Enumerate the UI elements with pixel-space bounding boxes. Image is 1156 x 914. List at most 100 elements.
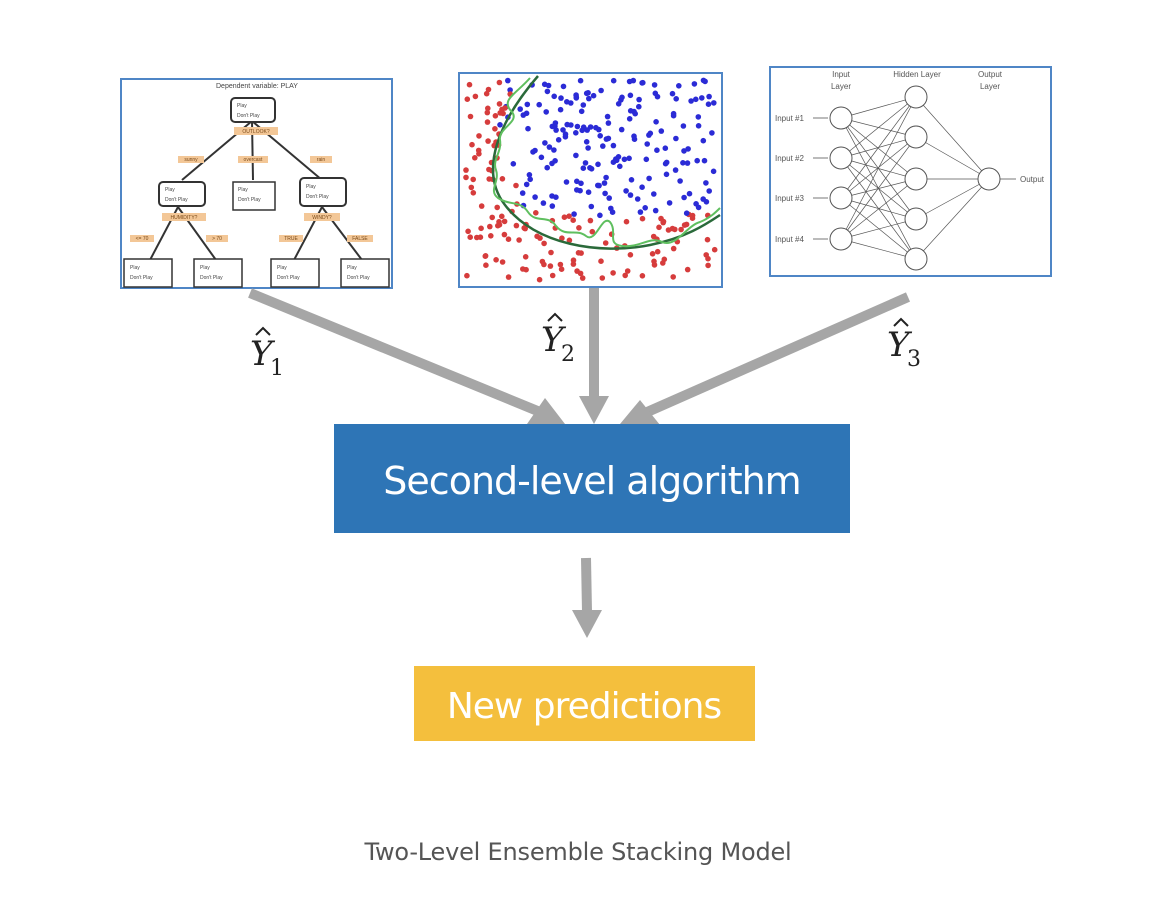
blue-dot [573, 94, 580, 100]
input-neuron [829, 186, 853, 210]
blue-dot [519, 190, 526, 196]
input-3-label: Input #3 [775, 194, 804, 203]
blue-dot [711, 100, 717, 106]
blue-dot [651, 82, 658, 88]
red-dot [499, 259, 506, 265]
arrows [248, 288, 911, 638]
blue-dot [553, 127, 559, 133]
red-dot [639, 215, 646, 222]
red-dot [711, 246, 718, 253]
red-dot [649, 251, 656, 257]
red-dot [516, 237, 522, 243]
red-dot [478, 203, 485, 209]
input-2-label: Input #2 [775, 154, 804, 163]
blue-dot [497, 122, 503, 128]
blue-dot [694, 157, 700, 164]
blue-dot [684, 160, 691, 166]
blue-dot [626, 116, 633, 122]
blue-dot [523, 110, 530, 117]
blue-dot [605, 120, 612, 126]
red-dot [566, 213, 572, 219]
blue-dot [584, 127, 590, 133]
y-subscript: 2 [561, 342, 575, 367]
red-dot [469, 141, 475, 148]
red-dot [541, 240, 547, 247]
blue-dot [627, 192, 634, 198]
blue-dot [532, 147, 538, 154]
red-dot [541, 261, 547, 268]
arrow-3-shaft [642, 292, 911, 418]
red-dot [496, 101, 503, 107]
red-dot [610, 270, 616, 276]
blue-dot [686, 190, 693, 197]
blue-dot [699, 95, 705, 101]
red-dot [547, 263, 554, 269]
red-dot [483, 90, 490, 97]
arrow-3-head [620, 400, 660, 425]
blue-dot [608, 205, 614, 212]
red-dot [505, 274, 512, 280]
scatter-boundary-panel [458, 72, 723, 288]
node-dont-play-label: Don't Play [237, 113, 260, 119]
blue-dot [703, 180, 709, 186]
tree-edge-labels: OUTLOOK? sunny overcast rain HUMIDITY? W… [130, 127, 373, 242]
red-dot [602, 240, 609, 246]
hidden-neuron [904, 207, 928, 231]
red-dot [570, 261, 577, 267]
blue-dot [695, 123, 702, 129]
blue-dot [552, 158, 558, 164]
blue-dot [630, 77, 637, 84]
red-dot [548, 249, 554, 256]
blue-dot [560, 83, 567, 90]
blue-dot [662, 145, 669, 151]
blue-dot [627, 92, 634, 99]
red-dot [579, 275, 586, 281]
red-dot [536, 276, 543, 283]
red-dot [656, 224, 662, 231]
red-dot [678, 226, 684, 233]
blue-dot [549, 193, 555, 199]
blue-dot [538, 154, 545, 161]
input-1-label: Input #1 [775, 114, 804, 123]
blue-dot [680, 123, 687, 129]
nn-connection [915, 136, 990, 180]
edge-label: <= 70 [136, 236, 149, 242]
nn-connection [840, 96, 917, 240]
blue-dot [666, 200, 673, 206]
red-dot [501, 218, 508, 225]
blue-dot [646, 175, 652, 182]
blue-dot [583, 139, 590, 145]
blue-dot [562, 131, 569, 137]
red-dot [502, 105, 508, 111]
blue-dot [617, 163, 623, 170]
red-dot [470, 190, 477, 196]
blue-dot [632, 110, 638, 117]
blue-dot [691, 81, 698, 87]
blue-dot [544, 164, 550, 171]
blue-dot [573, 152, 579, 159]
blue-dot [598, 87, 604, 94]
nn-connection [915, 178, 990, 260]
blue-dot [595, 161, 601, 168]
red-dot [684, 266, 691, 273]
output-layer-label: Output [978, 70, 1003, 79]
node-play-label: Play [238, 187, 248, 193]
red-dot [576, 225, 582, 231]
neural-network-panel: Input Layer Hidden Layer Output Layer In… [769, 66, 1052, 277]
edge-label: TRUE [284, 236, 298, 242]
blue-dot [596, 182, 602, 189]
red-dot [623, 218, 630, 225]
node-dont-play-label: Don't Play [238, 197, 261, 203]
red-dot [670, 274, 676, 280]
red-dot [557, 261, 564, 268]
prediction-labels: Y 1 Y 2 Y 3 [250, 312, 921, 381]
blue-dot [695, 114, 702, 120]
second-level-label: Second-level algorithm [383, 459, 800, 503]
red-dot [482, 253, 489, 259]
node-dont-play-label: Don't Play [130, 275, 153, 281]
red-dot [598, 258, 604, 265]
red-dot [485, 86, 492, 93]
blue-dot [643, 156, 650, 163]
edge-label: rain [317, 157, 326, 163]
blue-dot [710, 168, 717, 175]
